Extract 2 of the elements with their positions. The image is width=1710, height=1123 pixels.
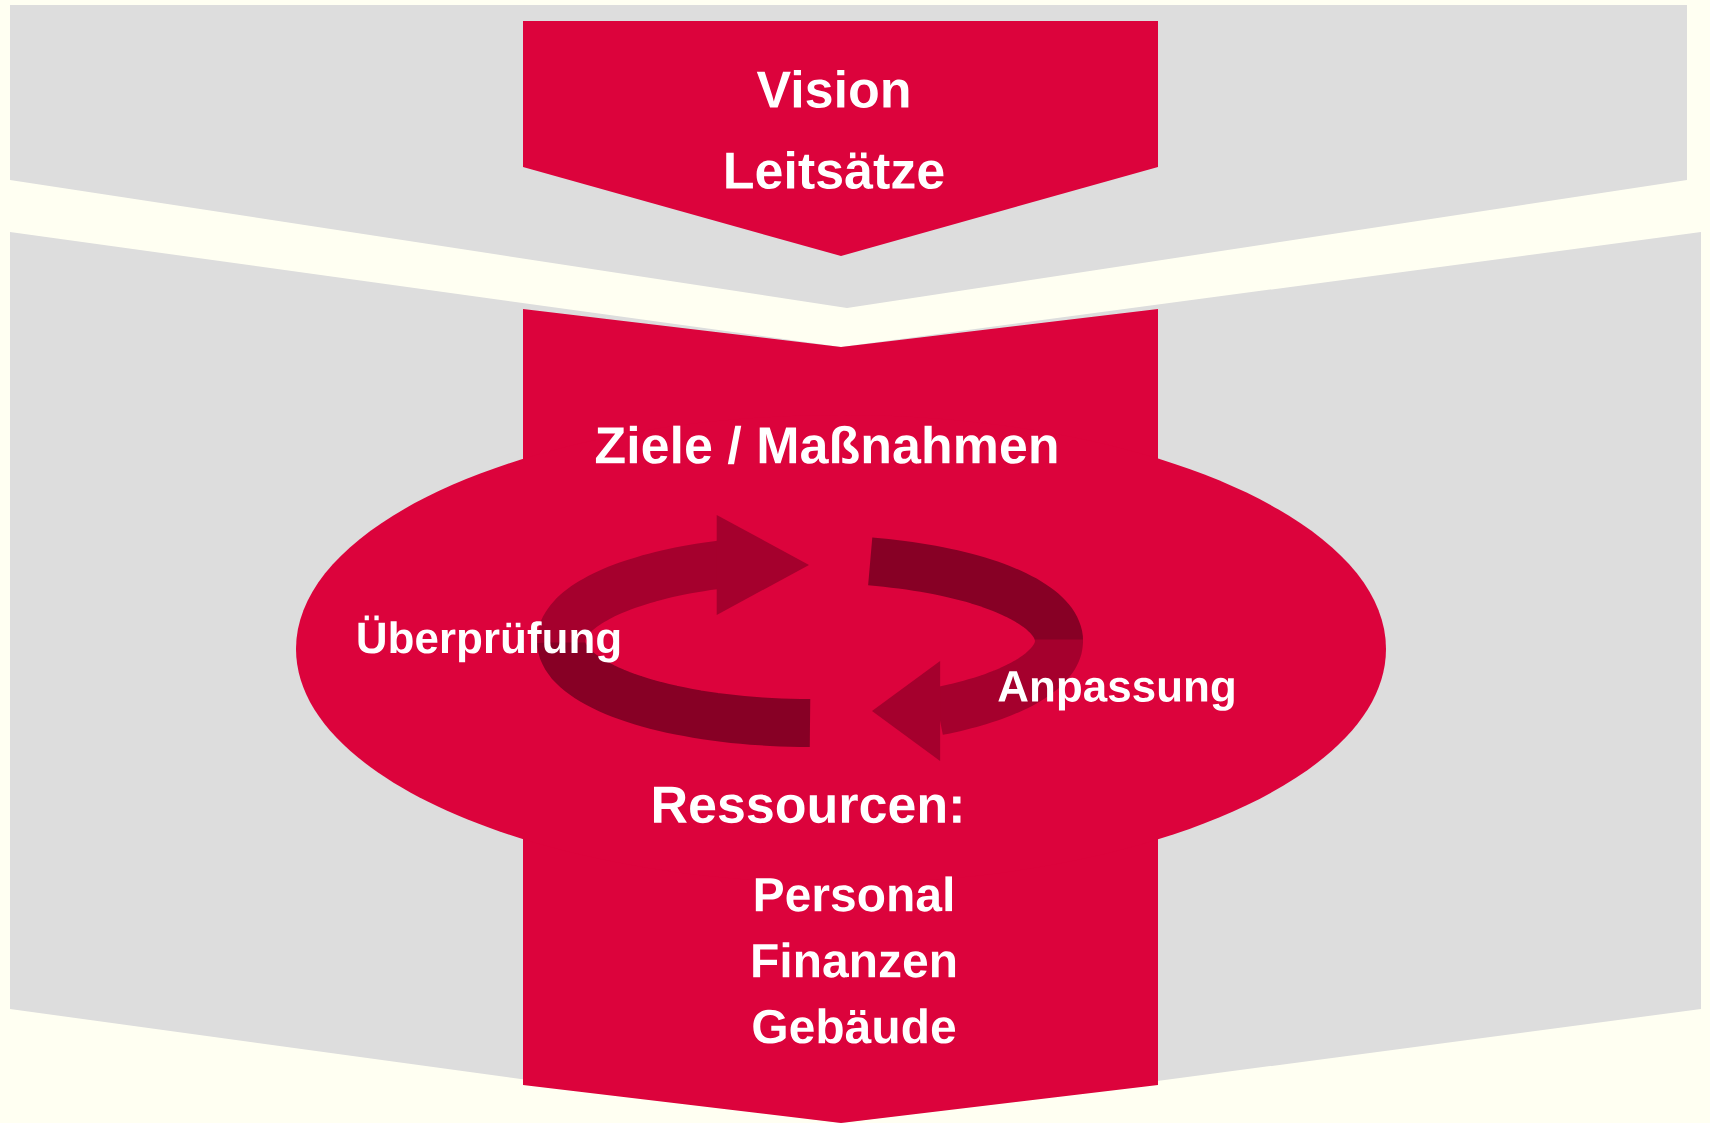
node-text: Vision Leitsätze (726, 69, 944, 190)
node-text: Ziele / Maßnahmen Überprüfung Anpassung Ressourcen: Personal Finanzen Gebäude (358, 425, 1234, 1044)
